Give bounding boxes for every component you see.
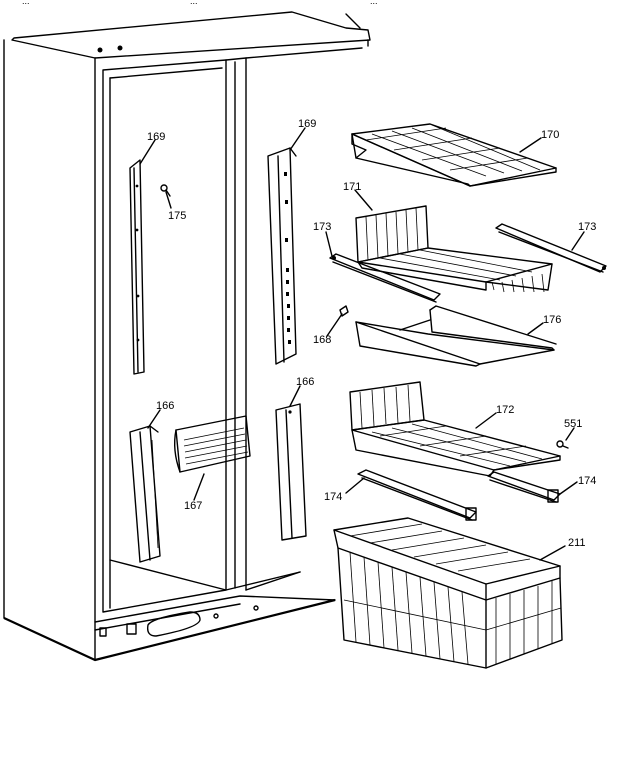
label-171: 171: [343, 181, 361, 193]
label-166-right: 166: [296, 376, 314, 388]
label-170: 170: [541, 129, 559, 141]
cabinet: [3, 11, 371, 662]
label-211: 211: [568, 537, 586, 549]
slide-track-174-left: [357, 469, 477, 521]
lower-support-rail-right: [275, 403, 307, 541]
label-551: 551: [564, 418, 582, 430]
label-174-left: 174: [324, 491, 342, 503]
slide-track-173-right: [495, 223, 607, 273]
wire-shelf-172: [349, 381, 561, 477]
label-169-left: 169: [147, 131, 165, 143]
header-fragment-2: ...: [190, 0, 198, 6]
cropped-header: ... ... ...: [22, 0, 378, 6]
label-173-right: 173: [578, 221, 596, 233]
slide-track-173-left: [329, 253, 441, 303]
screw-175: [160, 184, 171, 197]
label-176: 176: [543, 314, 561, 326]
shelf-support-rail-left: [129, 159, 145, 375]
part-labels: 169 175 169 170 171 173 173 168 176 166 …: [147, 118, 596, 549]
slide-track-174-right: [487, 471, 561, 503]
label-172: 172: [496, 404, 514, 416]
screw-551: [556, 440, 569, 449]
label-167: 167: [184, 500, 202, 512]
leader-lines: [139, 127, 585, 561]
label-166-left: 166: [156, 400, 174, 412]
label-168: 168: [313, 334, 331, 346]
header-fragment-1: ...: [22, 0, 30, 6]
header-fragment-3: ...: [370, 0, 378, 6]
freezer-basket-211: [333, 517, 563, 669]
wire-basket-171: [355, 205, 553, 293]
label-174-right: 174: [578, 475, 596, 487]
lower-support-rail-left: [129, 425, 161, 563]
wire-shelf-170: [351, 123, 557, 187]
label-175: 175: [168, 210, 186, 222]
shelf-frame-176: [355, 305, 557, 367]
air-grille-cover: [173, 415, 251, 473]
label-173-left: 173: [313, 221, 331, 233]
shelf-support-rail-right: [267, 147, 297, 365]
label-169-right: 169: [298, 118, 316, 130]
